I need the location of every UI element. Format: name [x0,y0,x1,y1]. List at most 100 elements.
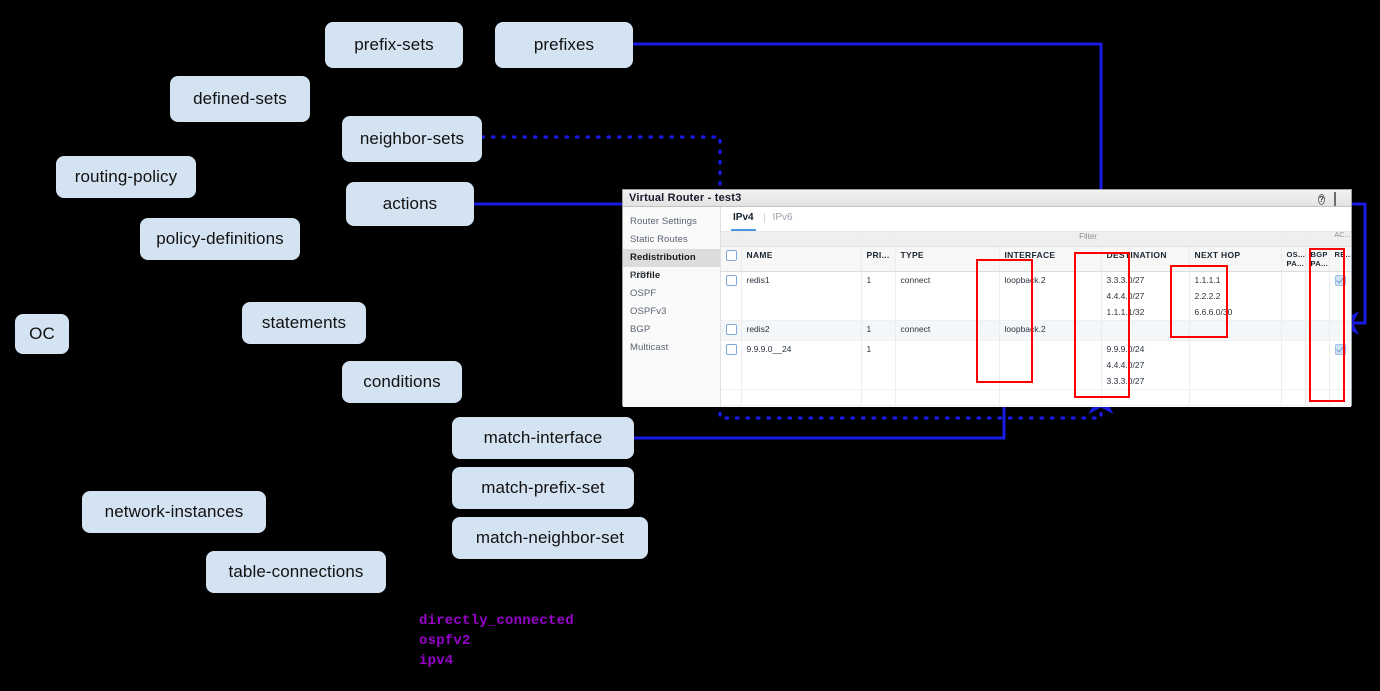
empty-cell [721,389,742,406]
empty-cell [1189,389,1282,406]
cell-priority: 1 [861,320,896,341]
sidebar-item-ospfv3[interactable]: OSPFv3 [630,306,667,317]
group-cell-blank-3 [861,232,896,247]
table-row[interactable]: 9.9.9.0__24 1 9.9.9.0/24 4.4.4.0/27 3.3.… [721,340,1351,390]
node-statements[interactable]: statements [242,302,366,344]
column-header-interface[interactable]: INTERFACE [999,246,1102,272]
column-header-name[interactable]: NAME [741,246,862,272]
code-line-directly-connected: directly_connected [419,613,574,629]
cell-type: connect [895,320,1000,341]
empty-cell [1329,389,1351,406]
sidebar-item-bgp[interactable]: BGP [630,324,651,335]
row-checkbox[interactable] [721,271,742,321]
sidebar-item-multicast[interactable]: Multicast [630,342,669,353]
node-prefixes[interactable]: prefixes [495,22,633,68]
dialog-title-bar: Virtual Router - test3 ? [623,190,1351,207]
cell-redistribute[interactable] [1329,340,1351,390]
table-row[interactable]: redis2 1 connect loopback.2 [721,320,1351,341]
filter-label: Filter [895,232,1282,247]
table-row[interactable]: redis1 1 connect loopback.2 3.3.3.0/27 4… [721,271,1351,321]
node-policy-definitions[interactable]: policy-definitions [140,218,300,260]
redistribution-table[interactable]: Filter AC... NAME PRI... TYPE INTERFAC [721,232,1351,407]
destination-entry: 9.9.9.0/24 [1106,344,1145,354]
tab-ipv6[interactable]: IPv6 [772,211,793,223]
node-label: conditions [363,372,441,391]
help-icon[interactable]: ? [1318,193,1325,205]
column-header-bgp-path[interactable]: BGP PA... [1305,246,1330,272]
node-label: match-prefix-set [481,478,605,497]
cell-next-hop: 1.1.1.1 2.2.2.2 6.6.6.0/30 [1189,271,1282,321]
code-line-ospfv2: ospfv2 [419,633,471,649]
node-actions[interactable]: actions [346,182,474,226]
empty-cell [1101,389,1190,406]
cell-bgp-path [1305,271,1330,321]
node-label: policy-definitions [156,229,284,248]
node-prefix-sets[interactable]: prefix-sets [325,22,463,68]
group-cell-blank-4 [1281,232,1306,247]
sidebar-item-rip[interactable]: RIP [630,270,647,281]
node-label: actions [382,194,438,213]
node-match-interface[interactable]: match-interface [452,417,634,459]
empty-cell [895,389,1000,406]
node-label: prefixes [533,35,595,54]
sidebar-item-static-routes[interactable]: Static Routes [630,234,688,245]
cell-type [895,340,1000,390]
cell-ospf-path [1281,271,1306,321]
select-all-checkbox[interactable] [721,246,742,272]
link-prefixes-to-destination [633,42,1113,261]
node-label: match-neighbor-set [475,528,625,547]
cell-bgp-path [1305,320,1330,341]
cell-priority: 1 [861,271,896,321]
empty-cell [1305,389,1330,406]
link-neighbor-sets-to-destination [480,135,1114,420]
node-label: defined-sets [193,89,287,108]
sidebar-item-redistribution-profile[interactable]: Redistribution Profile [623,249,720,281]
node-network-instances[interactable]: network-instances [82,491,266,533]
cell-priority: 1 [861,340,896,390]
table-header-row: NAME PRI... TYPE INTERFACE DESTINATION N… [721,246,1351,272]
node-label: routing-policy [74,167,178,186]
destination-entry: 3.3.3.0/27 [1106,275,1145,285]
row-checkbox[interactable] [721,340,742,390]
table-row-empty [721,389,1351,406]
dialog-sidebar: Router Settings Static Routes Redistribu… [623,207,721,407]
cell-destination [1101,320,1190,341]
column-header-destination[interactable]: DESTINATION [1101,246,1190,272]
column-header-next-hop[interactable]: NEXT HOP [1189,246,1282,272]
node-label: network-instances [104,502,244,521]
node-oc[interactable]: OC [15,314,69,354]
cell-redistribute[interactable] [1329,271,1351,321]
row-checkbox[interactable] [721,320,742,341]
node-conditions[interactable]: conditions [342,361,462,403]
node-routing-policy[interactable]: routing-policy [56,156,196,198]
destination-entry: 1.1.1.1/32 [1106,307,1145,317]
tab-ipv4[interactable]: IPv4 [731,212,764,231]
node-defined-sets[interactable]: defined-sets [170,76,310,122]
cell-name: redis2 [741,320,862,341]
node-neighbor-sets[interactable]: neighbor-sets [342,116,482,162]
node-table-connections[interactable]: table-connections [206,551,386,593]
dialog-main: IPv4 IPv6 [721,207,1351,407]
sidebar-item-ospf[interactable]: OSPF [630,288,657,299]
column-header-redistribute[interactable]: RE... [1329,246,1351,272]
node-label: prefix-sets [354,35,434,54]
window-icon[interactable] [1334,191,1347,206]
empty-cell [861,389,896,406]
cell-type: connect [895,271,1000,321]
node-match-prefix-set[interactable]: match-prefix-set [452,467,634,509]
cell-name: 9.9.9.0__24 [741,340,862,390]
next-hop-entry: 2.2.2.2 [1194,291,1221,301]
virtual-router-dialog[interactable]: Virtual Router - test3 ? Router Settings… [622,189,1352,407]
tab-separator [763,212,765,223]
sidebar-item-router-settings[interactable]: Router Settings [630,216,697,227]
destination-entry: 4.4.4.0/27 [1106,291,1145,301]
cell-interface: loopback.2 [999,320,1102,341]
node-match-neighbor-set[interactable]: match-neighbor-set [452,517,648,559]
node-label: neighbor-sets [359,129,465,148]
next-hop-entry: 1.1.1.1 [1194,275,1221,285]
column-header-priority[interactable]: PRI... [861,246,896,272]
column-header-type[interactable]: TYPE [895,246,1000,272]
column-header-ospf-path[interactable]: OS... PA... [1281,246,1306,272]
tab-bar: IPv4 IPv6 [721,207,1351,232]
